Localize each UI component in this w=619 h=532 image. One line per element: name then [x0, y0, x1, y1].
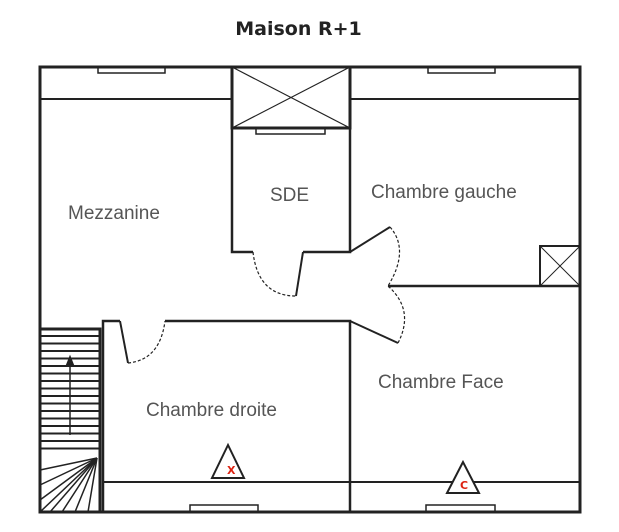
marker-label-c: C [460, 479, 469, 492]
stair-winder [49, 457, 98, 513]
stair-winder [61, 457, 98, 513]
marker-triangle-c [445, 459, 481, 494]
stair-winder [39, 457, 98, 486]
sde-door [295, 251, 304, 297]
chambre-droite-door [119, 320, 129, 364]
room-label-mezzanine: Mezzanine [68, 203, 160, 224]
marker-triangle-x [210, 442, 246, 479]
stair-winder [74, 457, 98, 513]
stair-winder [39, 457, 98, 501]
stair-winder [39, 457, 98, 513]
room-label-chambre-droite: Chambre droite [146, 400, 277, 421]
window [255, 127, 326, 135]
marker-label-x: X [227, 464, 236, 477]
window [427, 66, 496, 74]
chambre-face-door [349, 320, 399, 344]
room-label-chambre-face: Chambre Face [378, 372, 504, 393]
plan-title: Maison R+1 [235, 18, 362, 40]
chambre-gauche-door [349, 226, 391, 253]
room-label-chambre-gauche: Chambre gauche [371, 182, 517, 203]
staircase [38, 327, 102, 514]
stair-winder [87, 457, 98, 513]
stair-winder [39, 457, 98, 471]
window [425, 504, 496, 513]
shaft-box [230, 65, 352, 130]
window [97, 66, 166, 74]
room-label-sde: SDE [270, 185, 310, 206]
stair-arrow-icon [65, 354, 75, 435]
vent-box [539, 245, 581, 287]
window [189, 504, 259, 513]
